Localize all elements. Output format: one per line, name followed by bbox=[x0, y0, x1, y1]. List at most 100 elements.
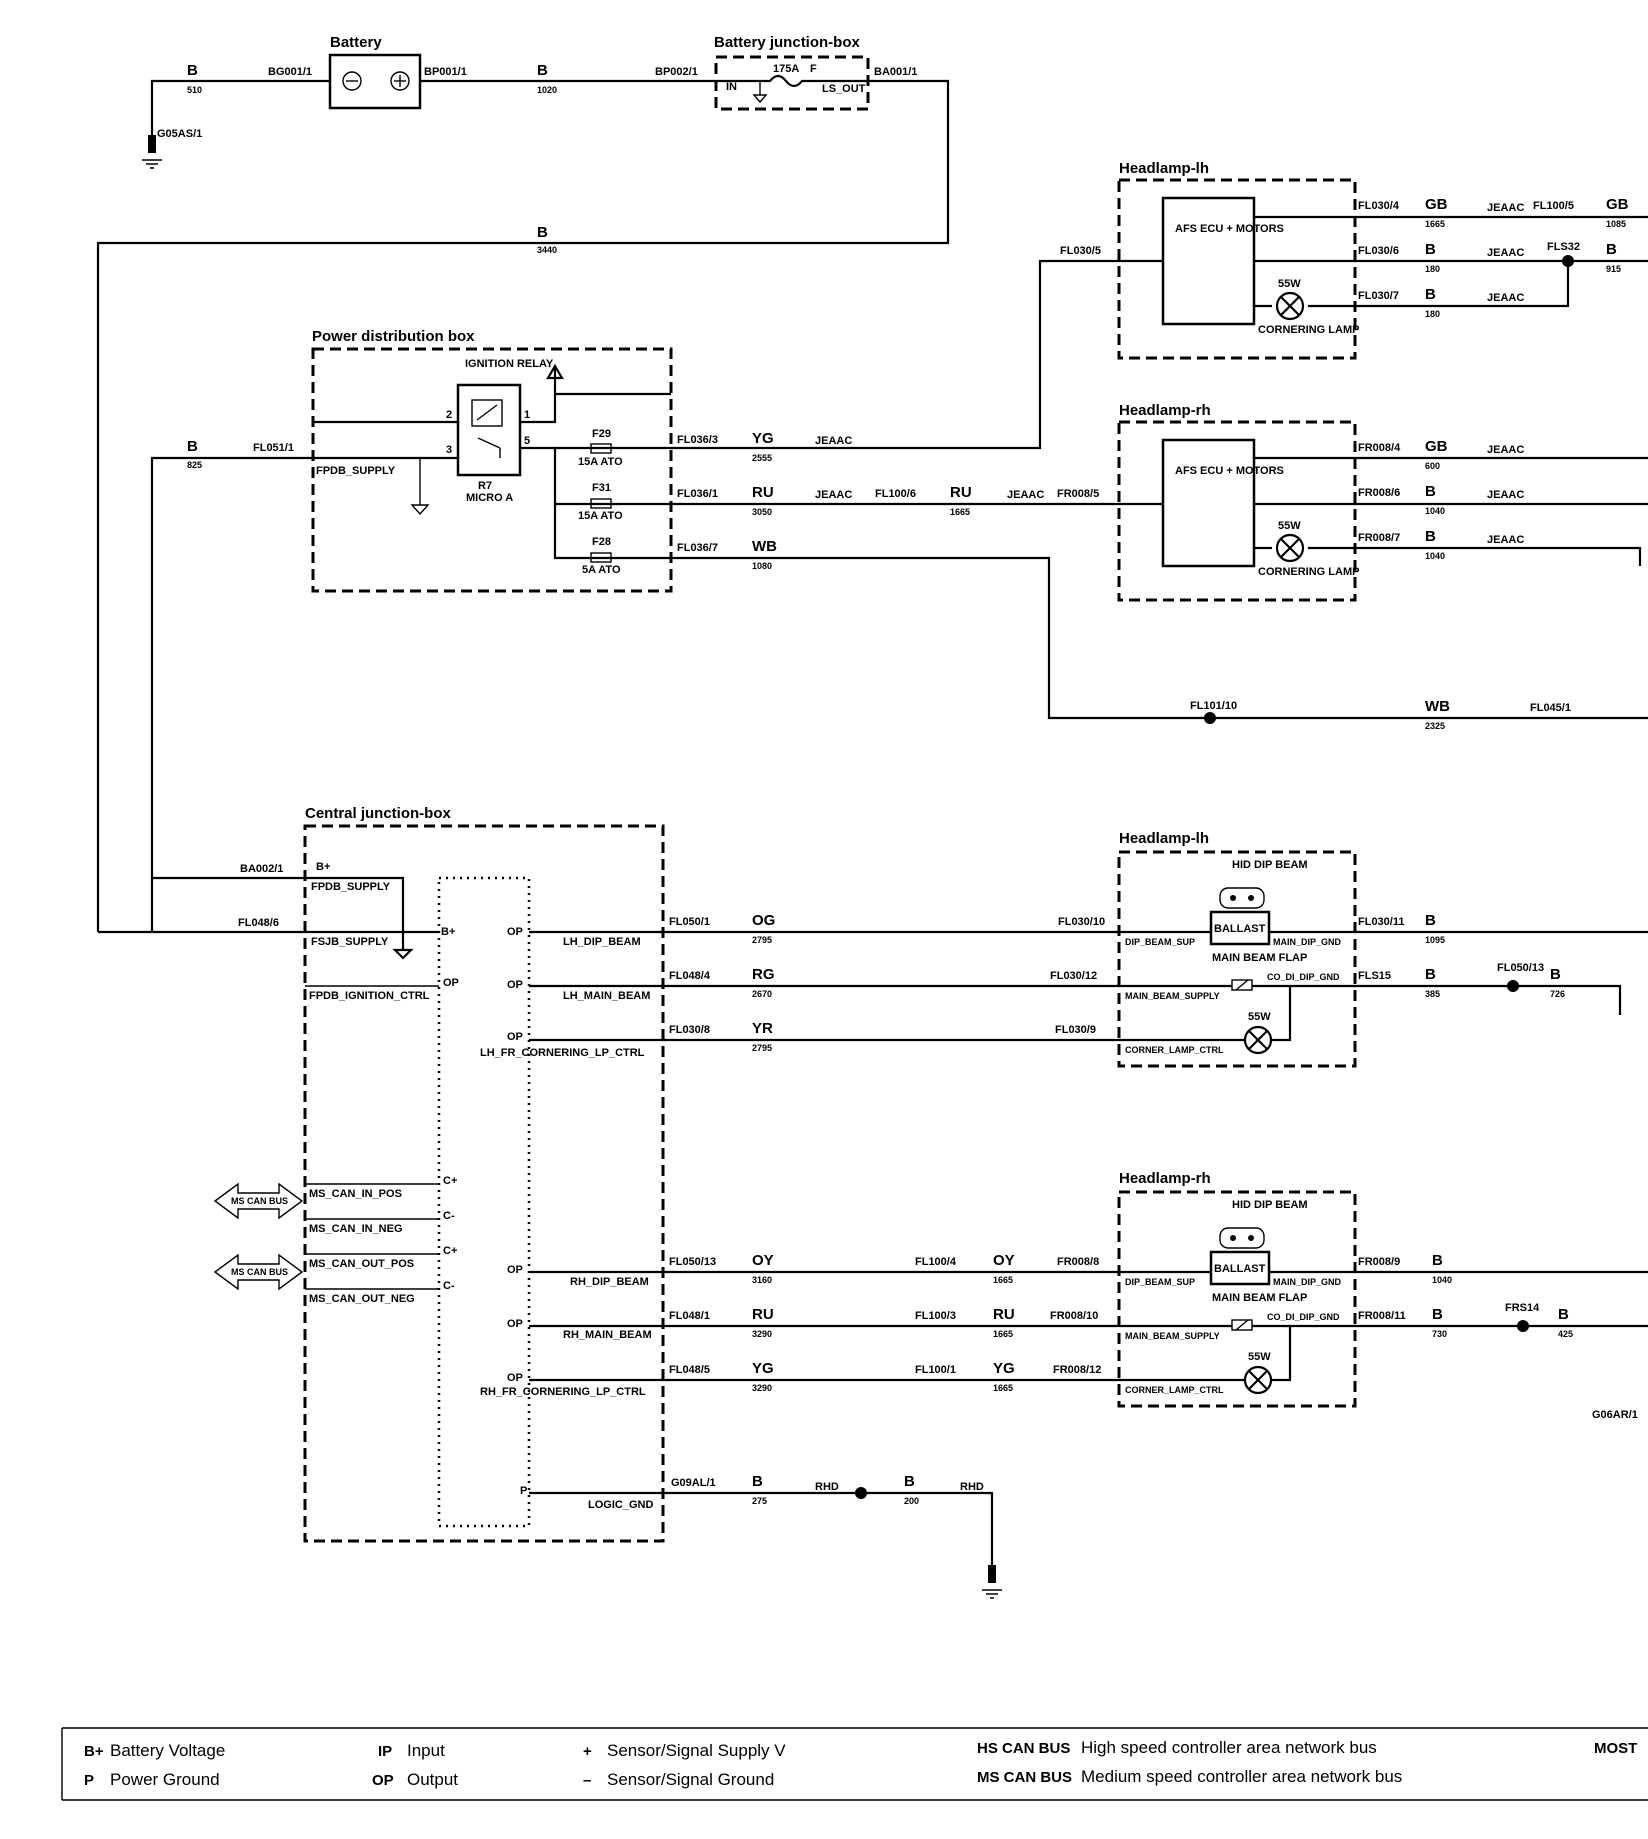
label-wires-w_rhcorn-color: YG bbox=[752, 1360, 774, 1377]
label-wires-w_f29-spec: JEAAC bbox=[815, 435, 852, 447]
headlamp-hid-lh bbox=[1117, 850, 1357, 1068]
label-legend-2-desc: Input bbox=[407, 1741, 445, 1760]
ms-can-bus-out-arrow-icon bbox=[213, 1253, 304, 1291]
label-legend-8-code: MOST bbox=[1594, 1740, 1637, 1757]
label-components-central_junction_box-pins-7: MS_CAN_IN_POS bbox=[309, 1188, 402, 1200]
label-components-power_distribution_box-fuses-1-name: F31 bbox=[592, 482, 611, 494]
label-components-central_junction_box-outputs-1-op: OP bbox=[507, 979, 523, 991]
label-wires-w_rhmain-color: RU bbox=[752, 1306, 774, 1323]
label-components-central_junction_box-pins-11: MS_CAN_OUT_POS bbox=[309, 1258, 414, 1270]
label-wires-w_lh11b-color: B bbox=[1550, 966, 1561, 983]
label-wires-w_lhmain-len: 2670 bbox=[752, 989, 772, 999]
label-wires-w_lh7-color: B bbox=[1425, 286, 1436, 303]
connector-FL030-12: FL030/9 bbox=[1055, 1024, 1096, 1036]
label-legend-4-desc: Sensor/Signal Supply V bbox=[607, 1741, 786, 1760]
connector-FL030-9: FL030/11 bbox=[1358, 916, 1404, 928]
connector-FL030-10: FL030/12 bbox=[1050, 970, 1097, 982]
label-components-central_junction_box-pins-6: C+ bbox=[443, 1175, 457, 1187]
connector-FL100-1: FL100/1 bbox=[915, 1364, 956, 1376]
power-distribution-box bbox=[311, 347, 673, 593]
label-wires-w_lhdip-color: OG bbox=[752, 912, 775, 929]
hid-bulb-lh-icon bbox=[1219, 887, 1265, 909]
label-components-headlamp_hid_lh-pins-0: DIP_BEAM_SUP bbox=[1125, 937, 1195, 947]
label-components-central_junction_box-outputs-4-label: RH_MAIN_BEAM bbox=[563, 1329, 652, 1341]
label-components-central_junction_box-pins-12: C- bbox=[443, 1280, 455, 1292]
label-components-headlamp_hid_lh-pins-2: MAIN_BEAM_SUPPLY bbox=[1125, 991, 1220, 1001]
connector-FLS37: FL101/10 bbox=[1190, 700, 1237, 712]
label-legend-5-code: – bbox=[583, 1772, 591, 1789]
label-wires-w_lh4-spec: JEAAC bbox=[1487, 202, 1524, 214]
connector-FLS15: FL050/13 bbox=[1497, 962, 1544, 974]
connector-FR008-9: FR008/9 bbox=[1358, 1256, 1400, 1268]
ballast-rh bbox=[1209, 1250, 1271, 1286]
label-wires-w_f31-color: RU bbox=[752, 484, 774, 501]
label-wires-w_pdb_in-color: B bbox=[187, 438, 198, 455]
wire-fl045 bbox=[152, 876, 414, 960]
label-wires-w_rh4-color: GB bbox=[1425, 438, 1448, 455]
label-wires-w_lh7-len: 180 bbox=[1425, 309, 1440, 319]
label-legend-2-code: IP bbox=[378, 1743, 392, 1760]
label-wires-w_f29-color: YG bbox=[752, 430, 774, 447]
wire-f28-to-fls37 bbox=[671, 556, 1648, 720]
label-wires-w_rhdipb-color: OY bbox=[993, 1252, 1015, 1269]
label-wires-w_rh11b-len: 425 bbox=[1558, 1329, 1573, 1339]
label-wires-w_rhcornb-color: YG bbox=[993, 1360, 1015, 1377]
label-components-central_junction_box-pins-8: C- bbox=[443, 1210, 455, 1222]
connector-FR008-10: FR008/10 bbox=[1050, 1310, 1098, 1322]
fuse-f31-icon bbox=[590, 498, 612, 509]
label-components-headlamp_hid_rh-pins-0: DIP_BEAM_SUP bbox=[1125, 1277, 1195, 1287]
legend-frame bbox=[61, 1727, 1648, 1801]
connector-FL050-1: FL048/4 bbox=[669, 970, 711, 982]
label-components-headlamp_hid_rh-lamp_power: 55W bbox=[1248, 1351, 1271, 1363]
label-wires-w_lh9-len: 1095 bbox=[1425, 935, 1445, 945]
label-components-power_distribution_box-pin_2: 2 bbox=[446, 409, 452, 421]
connector-FL048-6: FL050/1 bbox=[669, 916, 710, 928]
label-wires-w_lh4b-color: GB bbox=[1606, 196, 1629, 213]
label-wires-w_pdb_in-len: 825 bbox=[187, 460, 202, 470]
connector-FL051: FL051/1 bbox=[253, 442, 294, 454]
label-wires-w_lh11-color: B bbox=[1425, 966, 1436, 983]
label-wires-w_f31-spec: JEAAC bbox=[815, 489, 852, 501]
fuse-f28-icon bbox=[590, 552, 612, 563]
headlamp-hid-rh-title: Headlamp-rh bbox=[1119, 1170, 1211, 1187]
label-wires-w_rh11b-color: B bbox=[1558, 1306, 1569, 1323]
connector-FL030-5: FL030/5 bbox=[1060, 245, 1101, 257]
label-wires-w_lhcorn-len: 2795 bbox=[752, 1043, 772, 1053]
connector-FL030-4: FL030/4 bbox=[1358, 200, 1400, 212]
connector-FL036-3: FL036/3 bbox=[677, 434, 718, 446]
label-components-headlamp_hid_lh-lamp_power: 55W bbox=[1248, 1011, 1271, 1023]
connector-FL100-3: FL100/3 bbox=[915, 1310, 956, 1322]
label-wires-w_rhcorn-len: 3290 bbox=[752, 1383, 772, 1393]
label-components-power_distribution_box-fuses-0-name: F29 bbox=[592, 428, 611, 440]
label-legend-3-desc: Output bbox=[407, 1770, 458, 1789]
label-components-central_junction_box-outputs-3-label: RH_DIP_BEAM bbox=[570, 1276, 649, 1288]
connector-FR008-4: FR008/4 bbox=[1358, 442, 1401, 454]
connector-FL100-5: FL100/5 bbox=[1533, 200, 1574, 212]
label-components-headlamp_hid_rh-pins-3: CO_DI_DIP_GND bbox=[1267, 1312, 1340, 1322]
battery-junction-box bbox=[714, 55, 870, 111]
wire-bjb-to-cjb bbox=[96, 79, 950, 932]
label-components-central_junction_box-can_bus: MS CAN BUS bbox=[231, 1267, 288, 1277]
label-wires-w_lhmain-color: RG bbox=[752, 966, 775, 983]
hid-bulb-rh-icon bbox=[1219, 1227, 1265, 1249]
label-wires-w_bjb_down-color: B bbox=[537, 224, 548, 241]
label-components-central_junction_box-pins-1: FPDB_SUPPLY bbox=[311, 881, 391, 893]
wire-battery-ground bbox=[150, 79, 330, 135]
label-legend-6-code: HS CAN BUS bbox=[977, 1740, 1070, 1757]
connector-BA001: BA001/1 bbox=[874, 66, 917, 78]
connector-FR008-11: FR008/11 bbox=[1358, 1310, 1406, 1322]
label-wires-w_lh6-spec: JEAAC bbox=[1487, 247, 1524, 259]
connector-FL050-13: FL050/13 bbox=[669, 1256, 716, 1268]
wire-pdb-supply bbox=[150, 456, 458, 932]
label-wires-w_rh11-len: 730 bbox=[1432, 1329, 1447, 1339]
splice-FLS32 bbox=[1562, 255, 1574, 267]
label-wires-w_rh6-color: B bbox=[1425, 483, 1436, 500]
label-components-battery_junction_box-pin_in: IN bbox=[726, 81, 737, 93]
connector-FL045: BA002/1 bbox=[240, 863, 283, 875]
label-wires-rhd: RHD bbox=[960, 1481, 984, 1493]
label-components-power_distribution_box-pin_5: 5 bbox=[524, 435, 530, 447]
connector-BP001: BP001/1 bbox=[424, 66, 467, 78]
label-wires-w_rh9-len: 1040 bbox=[1432, 1275, 1452, 1285]
label-wires-w_logicb-color: B bbox=[904, 1473, 915, 1490]
